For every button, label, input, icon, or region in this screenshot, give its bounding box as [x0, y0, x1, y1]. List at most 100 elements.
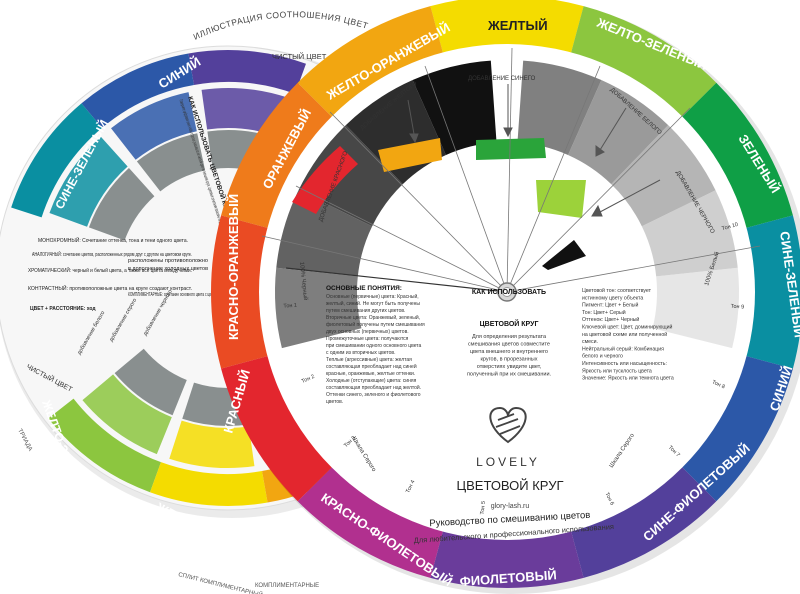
- front-black-100: 100% Черный: [298, 261, 309, 300]
- grey-tone-1: [274, 267, 362, 349]
- tone-label-R10: Тон 10: [721, 222, 739, 232]
- back-shade-blue: [136, 133, 206, 192]
- concepts-line-15: Оттенки синего, зеленого и фиолетового: [326, 392, 421, 398]
- concepts-line-2: желтый, синий. Не могут быть получены: [326, 300, 420, 307]
- tone-label-L5: Тон 5: [480, 501, 487, 515]
- back-sector-blue-green: [11, 103, 103, 218]
- front-divider-lines: [261, 47, 761, 293]
- terms-line-9: Нейтральный серый: Комбинация: [582, 345, 664, 352]
- howto-line-2: смешивания цветов совместите: [468, 342, 550, 348]
- tone-label-R9: Тон 9: [730, 304, 744, 311]
- back-left-text-2: АНАЛОГИЧНЫЙ: сочетание цветов, расположе…: [32, 250, 192, 258]
- tone-label-L2: Тон 2: [301, 374, 316, 385]
- mix-window-green: [476, 138, 546, 160]
- front-wheel-sectors: [211, 0, 800, 588]
- howto-line-5: отверстиях увидите цвет,: [477, 364, 542, 370]
- back-sector-blue: [81, 53, 194, 128]
- site-url: glory-lash.ru: [491, 503, 530, 510]
- front-sector-orange: [221, 82, 334, 229]
- back-bottom-arc-2: КОМПЛИМЕНТАРНЫЕ: [255, 583, 319, 589]
- concepts-line-1: Основные (первичные) цвета: Красный,: [326, 293, 419, 300]
- front-wheel: ЖЕЛТЫЙ ЖЕЛТО-ЗЕЛЕНЫЙ ЗЕЛЕНЫЙ СИНЕ-ЗЕЛЕНЫ…: [211, 0, 800, 594]
- brand-name: LOVELY: [476, 455, 540, 469]
- concepts-line-14: составляющая преобладает над желтой.: [326, 384, 421, 391]
- back-bottom-arc-1: СПЛИТ КОМПЛИМЕНТАРНЫЙ: [178, 570, 264, 594]
- howto-title-2: ЦВЕТОВОЙ КРУГ: [480, 319, 539, 328]
- concepts-line-7: Промежуточные цвета: получаются: [326, 336, 409, 342]
- grey-tone-5: [412, 60, 497, 155]
- concepts-line-8: при смешивании одного основного цвета: [326, 343, 422, 349]
- tone-label-R8: Тон 8: [711, 379, 726, 390]
- back-sector-yellow: [150, 462, 268, 507]
- back-left-text-3: ХРОМАТИЧЕСКИЙ: черный и белый цвета, а т…: [28, 266, 192, 274]
- concepts-line-13: Холодные (отступающие) цвета: синяя: [326, 378, 417, 384]
- back-right-text-3: КОМПЛИМЕНТАРНЫЕ: сочетание основного цве…: [128, 292, 218, 298]
- concepts-line-4: Вторичные цвета: Оранжевый, зеленый,: [326, 314, 420, 321]
- concepts-title: ОСНОВНЫЕ ПОНЯТИЯ:: [326, 285, 402, 292]
- terms-line-3: Пигмент: Цвет + Белый: [582, 302, 639, 309]
- front-label-yellow: ЖЕЛТЫЙ: [487, 18, 548, 33]
- wheel-title: ЦВЕТОВОЙ КРУГ: [457, 478, 564, 493]
- concepts-block: ОСНОВНЫЕ ПОНЯТИЯ: Основные (первичные) ц…: [326, 285, 425, 405]
- terms-line-1: Цветовой тон: соответствует: [582, 287, 652, 294]
- front-arrows: [407, 84, 661, 217]
- terms-line-4: Тон: Цвет+ Серый: [582, 309, 626, 316]
- back-left-arc: ТРИАДА: [16, 428, 33, 452]
- front-sector-violet: [430, 529, 584, 588]
- front-sector-blue-green: [744, 215, 800, 369]
- back-sector-yellow-green: [48, 398, 161, 493]
- tone-label-L1: Тон 1: [283, 303, 297, 310]
- grey-tone-2: [276, 190, 373, 277]
- back-inner-yellow-green: [82, 374, 172, 455]
- mix-window-black: [542, 240, 586, 270]
- back-right-text-1: расположены противоположно: [128, 258, 208, 264]
- terms-line-10: белого и черного: [582, 354, 623, 360]
- back-left-text-4: КОНТРАСТНЫЙ: противоположные цвета на кр…: [28, 284, 192, 292]
- front-label-violet: ФИОЛЕТОВЫЙ: [459, 567, 557, 589]
- front-sector-yellow: [430, 0, 584, 55]
- terms-line-7: на цветовой схеме или полученной: [582, 331, 667, 338]
- terms-line-8: смеси.: [582, 339, 598, 345]
- mix-window-yellow-green: [536, 180, 586, 218]
- concepts-line-6: двух основных (первичных) цветов.: [326, 329, 409, 335]
- front-label-red-orange: КРАСНО-ОРАНЖЕВЫЙ: [226, 194, 241, 340]
- concepts-line-5: фиолетовый получены путем смешивания: [326, 321, 425, 328]
- front-sector-blue: [680, 355, 793, 502]
- lovely-logo: [489, 406, 527, 444]
- tone-label-R6: Тон 6: [603, 492, 614, 507]
- grey-tone-3: [298, 125, 403, 227]
- back-inner-blue-green: [49, 136, 128, 227]
- grey-tone-4: [568, 80, 669, 185]
- terms-line-6: Ключевой цвет: Цвет, доминирующий: [582, 324, 673, 331]
- front-sector-yellow-orange: [297, 6, 444, 119]
- back-sector-blue-violet: [188, 50, 306, 94]
- back-shade-yellow-green: [114, 348, 187, 416]
- back-inner-blue: [111, 92, 197, 160]
- back-pure-color: ЧИСТЫЙ ЦВЕТ: [272, 52, 327, 61]
- mix-window-red: [292, 146, 358, 214]
- tone-label-L4: Тон 4: [405, 479, 416, 494]
- concepts-line-16: цветов.: [326, 399, 343, 405]
- front-sector-green: [680, 82, 793, 229]
- concepts-line-3: путем смешивания других цветов.: [326, 308, 405, 314]
- front-add-blue: ДОБАВЛЕНИЕ СИНЕГО: [468, 76, 536, 82]
- front-sector-red-violet: [297, 465, 444, 578]
- back-right-text-2: в дополнение холодных цветов: [128, 266, 208, 272]
- concepts-line-12: красные, оранжевые, желтые оттенки.: [326, 371, 415, 377]
- front-sector-red: [221, 355, 334, 502]
- mix-window-orange: [378, 138, 442, 172]
- howto-line-3: цвета внешнего и внутреннего: [470, 349, 548, 355]
- terms-line-12: Яркость или тусклость цвета: [582, 368, 652, 374]
- concepts-line-9: с одним из вторичных цветов.: [326, 350, 395, 356]
- back-inner-yellow: [169, 420, 255, 469]
- howto-title: КАК ИСПОЛЬЗОВАТЬ: [472, 289, 546, 296]
- howto-line-1: Для определения результата: [472, 334, 547, 340]
- concepts-line-10: Теплые (агрессивные) цвета: желтая: [326, 357, 412, 363]
- terms-line-2: истинному цвету объекта: [582, 295, 643, 301]
- grey-tone-3: [611, 125, 716, 227]
- howto-line-6: полученный при их смешивании.: [467, 371, 552, 378]
- front-pointer: [285, 267, 508, 293]
- back-left-text-5: ЦВЕТ + РАССТОЯНИЕ: ход: [30, 306, 96, 312]
